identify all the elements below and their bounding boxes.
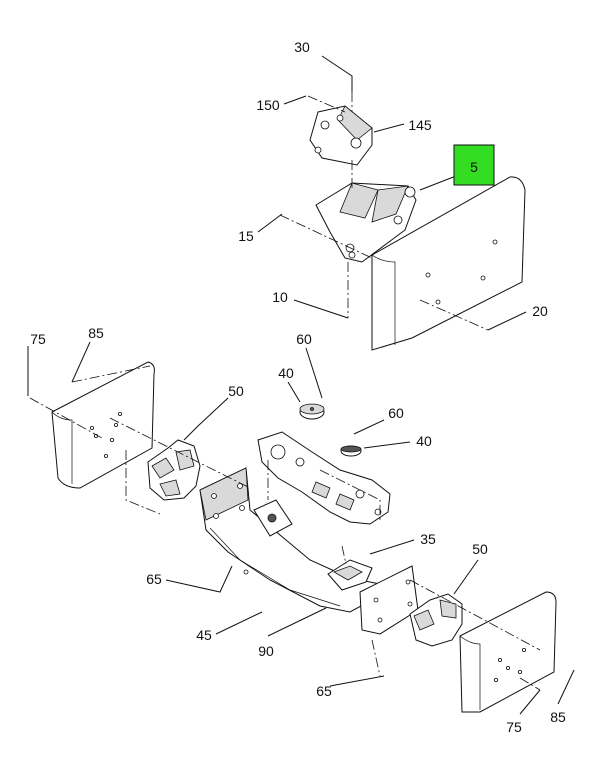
centerline-left-lower xyxy=(125,450,161,515)
centerline-mid xyxy=(319,469,381,520)
callout-150[interactable]: 150 xyxy=(256,97,280,113)
bracket-145 xyxy=(309,105,373,166)
leader-lines xyxy=(27,55,575,715)
callout-75-right[interactable]: 75 xyxy=(506,719,522,735)
pad-40-top xyxy=(299,403,325,420)
callout-45[interactable]: 45 xyxy=(196,627,212,643)
callout-40-mid[interactable]: 40 xyxy=(416,433,432,449)
callout-30[interactable]: 30 xyxy=(294,39,310,55)
centerline-75-right xyxy=(519,677,541,691)
centerline-150 xyxy=(307,95,346,113)
centerline-15 xyxy=(279,214,373,259)
mount-plate-left xyxy=(253,499,293,537)
centerline-left-bolts xyxy=(109,417,251,489)
centerline-75-left xyxy=(29,397,103,439)
callout-40-top[interactable]: 40 xyxy=(278,365,294,381)
callout-50-right[interactable]: 50 xyxy=(472,541,488,557)
callout-90[interactable]: 90 xyxy=(258,643,274,659)
callout-85-right[interactable]: 85 xyxy=(550,709,566,725)
callout-5[interactable]: 5 xyxy=(470,159,478,175)
insulator-50-left xyxy=(147,439,201,501)
centerline-right-bolts xyxy=(409,579,541,651)
callout-75-left[interactable]: 75 xyxy=(30,331,46,347)
insulator-50-right xyxy=(409,593,463,647)
pad-40-mid xyxy=(340,445,362,457)
frame-rail-upper-right xyxy=(371,176,526,351)
end-plate-right xyxy=(359,565,419,635)
callout-20[interactable]: 20 xyxy=(532,303,548,319)
centerline-65-bottom xyxy=(371,639,381,677)
frame-rail-right xyxy=(459,591,557,713)
callout-145[interactable]: 145 xyxy=(408,117,432,133)
highlight-box-5 xyxy=(453,144,495,186)
callout-85-left[interactable]: 85 xyxy=(88,325,104,341)
callout-35[interactable]: 35 xyxy=(420,531,436,547)
centerline-85-left xyxy=(71,365,151,383)
callout-50-left[interactable]: 50 xyxy=(228,383,244,399)
callout-65-left[interactable]: 65 xyxy=(146,571,162,587)
bracket-5 xyxy=(315,182,417,263)
mount-35 xyxy=(327,559,373,591)
callout-60-top[interactable]: 60 xyxy=(296,331,312,347)
frame-rail-left xyxy=(51,361,155,489)
callout-65-bottom[interactable]: 65 xyxy=(316,683,332,699)
callout-10[interactable]: 10 xyxy=(272,289,288,305)
centerline-35 xyxy=(341,545,347,565)
callout-60-mid[interactable]: 60 xyxy=(388,405,404,421)
callout-15[interactable]: 15 xyxy=(238,228,254,244)
centerline-20 xyxy=(419,299,489,331)
engine-mount-bracket xyxy=(257,431,391,525)
